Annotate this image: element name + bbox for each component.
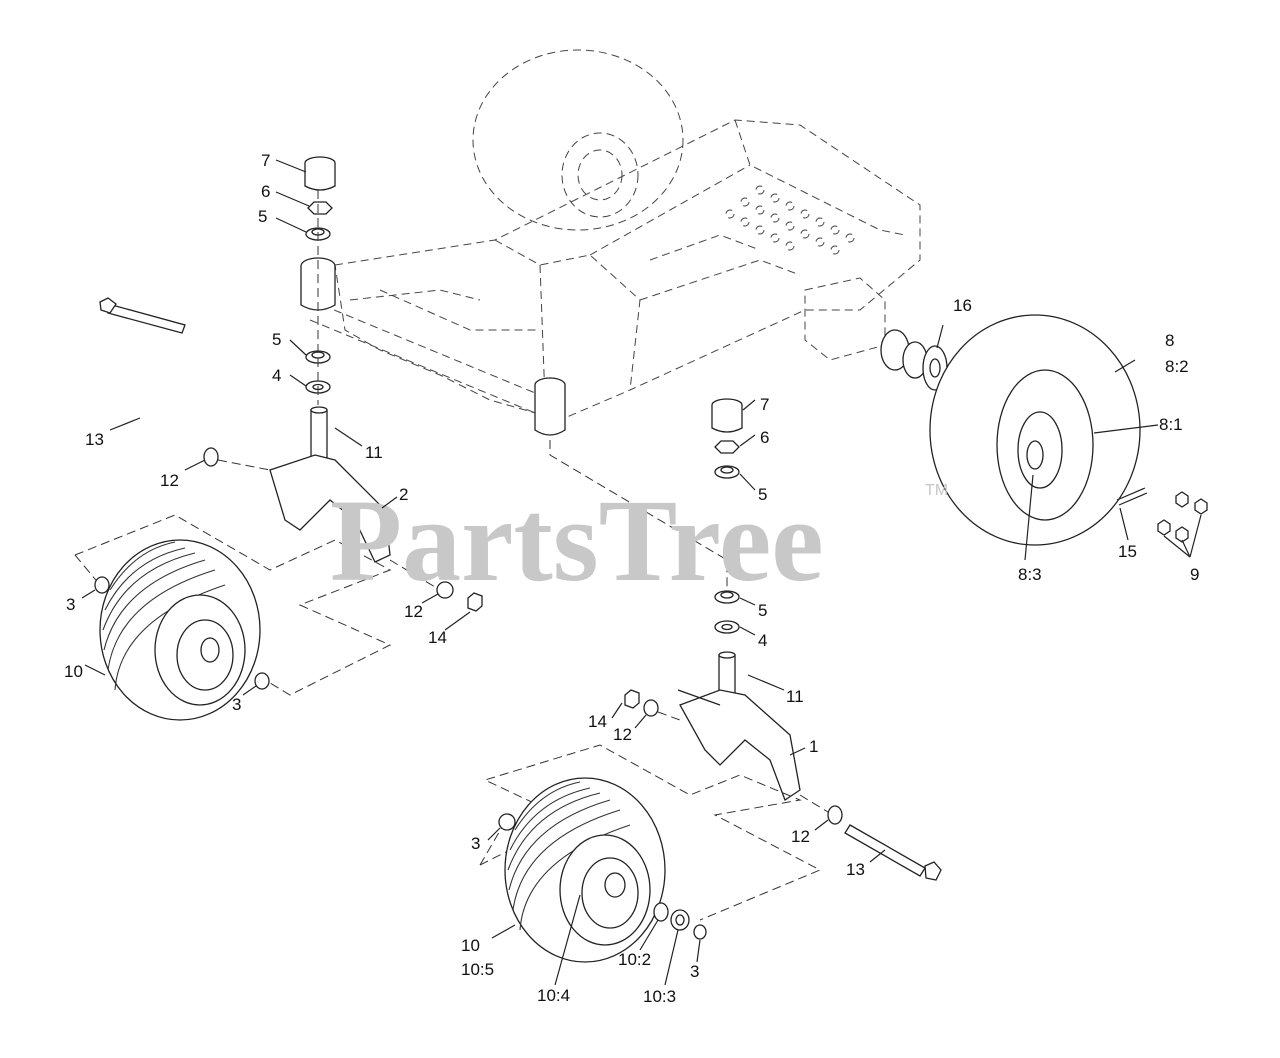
- callout-labels: 7 6 5 5 4 13 11 12 2 3 12 14 10 3 16 8 8…: [64, 151, 1199, 1006]
- callout-label: 8:1: [1159, 415, 1183, 434]
- callout-label: 1: [809, 737, 818, 756]
- left-caster-stack: [74, 156, 483, 696]
- callout-label: 11: [365, 443, 383, 462]
- right-front-wheel: [504, 777, 707, 963]
- leader-lines: [81, 159, 1202, 986]
- callout-label: 3: [690, 962, 699, 981]
- callout-label: 5: [272, 330, 281, 349]
- callout-label: 10: [461, 936, 480, 955]
- callout-label: 5: [758, 485, 767, 504]
- callout-label: 10:5: [461, 960, 494, 979]
- callout-label: 4: [272, 366, 281, 385]
- rear-right-wheel: [929, 314, 1208, 546]
- callout-label: 6: [760, 428, 769, 447]
- callout-label: 9: [1190, 565, 1199, 584]
- callout-label: 6: [261, 182, 270, 201]
- frame-assembly: [300, 49, 948, 436]
- left-front-wheel: [99, 539, 261, 721]
- callout-label: 3: [232, 695, 241, 714]
- callout-label: 12: [791, 827, 810, 846]
- callout-label: 5: [258, 207, 267, 226]
- callout-label: 8:2: [1165, 357, 1189, 376]
- callout-label: 5: [758, 601, 767, 620]
- callout-label: 12: [160, 471, 179, 490]
- callout-label: 7: [261, 151, 270, 170]
- callout-label: 3: [471, 834, 480, 853]
- callout-label: 13: [85, 430, 104, 449]
- callout-label: 12: [404, 602, 423, 621]
- callout-label: 10:2: [618, 950, 651, 969]
- callout-label: 2: [399, 485, 408, 504]
- watermark-tm: TM: [925, 482, 948, 499]
- callout-label: 13: [846, 860, 865, 879]
- callout-label: 12: [613, 725, 632, 744]
- callout-label: 7: [760, 395, 769, 414]
- callout-label: 10: [64, 662, 83, 681]
- callout-label: 14: [588, 712, 607, 731]
- callout-label: 16: [953, 296, 972, 315]
- callout-label: 8:3: [1018, 565, 1042, 584]
- watermark: PartsTree: [330, 475, 824, 606]
- right-caster-stack: [479, 398, 942, 921]
- callout-label: 11: [786, 687, 804, 706]
- callout-label: 8: [1165, 331, 1174, 350]
- callout-label: 4: [758, 631, 767, 650]
- callout-label: 14: [428, 628, 447, 647]
- callout-label: 10:4: [537, 986, 570, 1005]
- callout-label: 10:3: [643, 987, 676, 1006]
- callout-label: 15: [1118, 542, 1137, 561]
- callout-label: 3: [66, 595, 75, 614]
